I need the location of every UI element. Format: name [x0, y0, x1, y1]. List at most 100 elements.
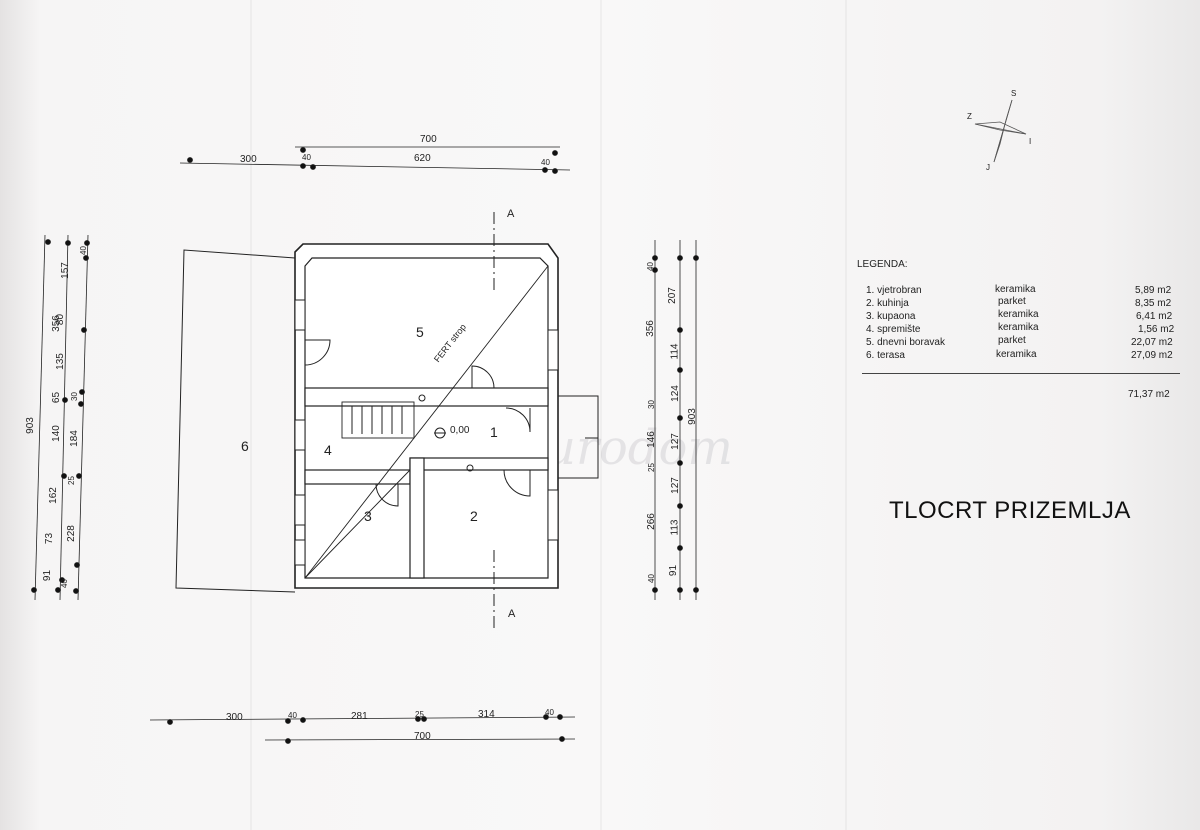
north-arrow — [974, 99, 1027, 163]
dim-left: 65 — [51, 391, 63, 404]
room-6: 6 — [241, 438, 249, 454]
room-4: 4 — [324, 442, 332, 458]
room-1: 1 — [490, 424, 498, 440]
staircase — [341, 401, 415, 439]
legend-area: 8,35 m2 — [1135, 298, 1172, 309]
window — [294, 299, 306, 331]
dim-right: 124 — [669, 385, 681, 402]
compass-z: Z — [967, 112, 972, 121]
dim-bottom: 40 — [545, 708, 554, 717]
door-swing — [503, 469, 531, 497]
dim-top: 40 — [541, 158, 550, 167]
dim-left-outer: 903 — [24, 417, 36, 434]
dim-top: 300 — [240, 154, 257, 165]
legend-area: 22,07 m2 — [1131, 337, 1173, 348]
dim-left: 25 — [66, 476, 76, 485]
section-mark-bottom: A — [508, 608, 516, 620]
compass-i: I — [1029, 137, 1032, 146]
legend-area: 5,89 m2 — [1135, 285, 1172, 296]
dim-right: 207 — [666, 287, 678, 304]
compass-s: S — [1011, 89, 1017, 98]
terrace-outline — [175, 249, 296, 593]
door-swing — [471, 365, 495, 389]
exterior-wall — [294, 243, 559, 589]
dim-left: 162 — [47, 487, 59, 504]
dim-right: 113 — [669, 519, 681, 536]
dim-bottom: 300 — [226, 712, 243, 723]
legend-total: 71,37 m2 — [1128, 389, 1170, 400]
dim-bottom: 40 — [288, 711, 297, 720]
window — [294, 539, 306, 566]
dim-left: 91 — [42, 569, 54, 582]
legend-item: 2. kuhinja — [866, 298, 909, 309]
wall-living — [304, 387, 549, 407]
dim-right: 91 — [668, 564, 680, 577]
dim-bottom: 25 — [415, 710, 424, 719]
legend-item: 3. kupaona — [866, 311, 916, 322]
dim-right: 127 — [669, 433, 681, 450]
dim-left: 80 — [55, 313, 67, 326]
window — [547, 489, 559, 541]
window — [294, 419, 306, 451]
room-5: 5 — [416, 324, 424, 340]
dim-right: 114 — [669, 343, 681, 360]
drawing-title: TLOCRT PRIZEMLJA — [889, 497, 1131, 524]
slab-diagonal — [304, 265, 549, 579]
dim-right: 146 — [645, 431, 657, 448]
dim-bottom-outer: 700 — [414, 731, 431, 742]
dim-left: 135 — [54, 353, 66, 370]
legend-area: 1,56 m2 — [1138, 324, 1175, 335]
section-mark-top: A — [507, 208, 515, 220]
door-swing — [375, 483, 399, 507]
dim-top-outer: 700 — [420, 134, 437, 145]
door-swing — [505, 407, 531, 433]
legend-item: 5. dnevni boravak — [866, 337, 945, 348]
wall-mid — [409, 457, 425, 579]
legend-finish: keramika — [998, 309, 1039, 320]
dim-right-outer: 903 — [686, 408, 698, 425]
dim-bottom: 281 — [351, 711, 368, 722]
compass-j: J — [986, 163, 990, 172]
legend-item: 6. terasa — [866, 350, 905, 361]
room-3: 3 — [364, 508, 372, 524]
legend-finish: parket — [998, 335, 1026, 346]
wall-bath — [304, 469, 411, 485]
legend-finish: keramika — [996, 349, 1037, 360]
dim-right: 356 — [644, 320, 656, 337]
legend-item: 4. spremište — [866, 324, 921, 335]
legend-item: 1. vjetrobran — [866, 285, 922, 296]
window — [294, 494, 306, 526]
dim-right: 127 — [669, 477, 681, 494]
door-swing — [304, 339, 331, 366]
dim-left: 140 — [50, 425, 62, 442]
dim-top: 40 — [302, 153, 311, 162]
dim-left: 73 — [44, 532, 56, 545]
legend-area: 27,09 m2 — [1131, 350, 1173, 361]
dim-right: 266 — [645, 513, 657, 530]
dim-left: 40 — [78, 246, 88, 255]
room-2: 2 — [470, 508, 478, 524]
dim-top: 620 — [414, 153, 431, 164]
dim-right: 25 — [646, 463, 656, 472]
dim-left: 157 — [59, 262, 71, 279]
dim-left: 40 — [59, 579, 69, 588]
window — [547, 329, 559, 371]
dim-right: 40 — [645, 262, 655, 271]
dim-right: 40 — [646, 574, 656, 583]
dim-left: 228 — [65, 525, 77, 542]
wall-kitchen — [409, 457, 549, 471]
dim-right: 30 — [646, 400, 656, 409]
legend-area: 6,41 m2 — [1136, 311, 1173, 322]
legend-finish: keramika — [995, 284, 1036, 295]
dim-left: 30 — [69, 392, 79, 401]
legend-title: LEGENDA: — [857, 259, 908, 270]
dim-left: 184 — [68, 430, 80, 447]
legend-divider — [862, 373, 1180, 374]
legend-finish: keramika — [998, 322, 1039, 333]
legend-finish: parket — [998, 296, 1026, 307]
level-label: 0,00 — [450, 425, 470, 436]
entrance-step — [557, 395, 599, 479]
dim-bottom: 314 — [478, 709, 495, 720]
